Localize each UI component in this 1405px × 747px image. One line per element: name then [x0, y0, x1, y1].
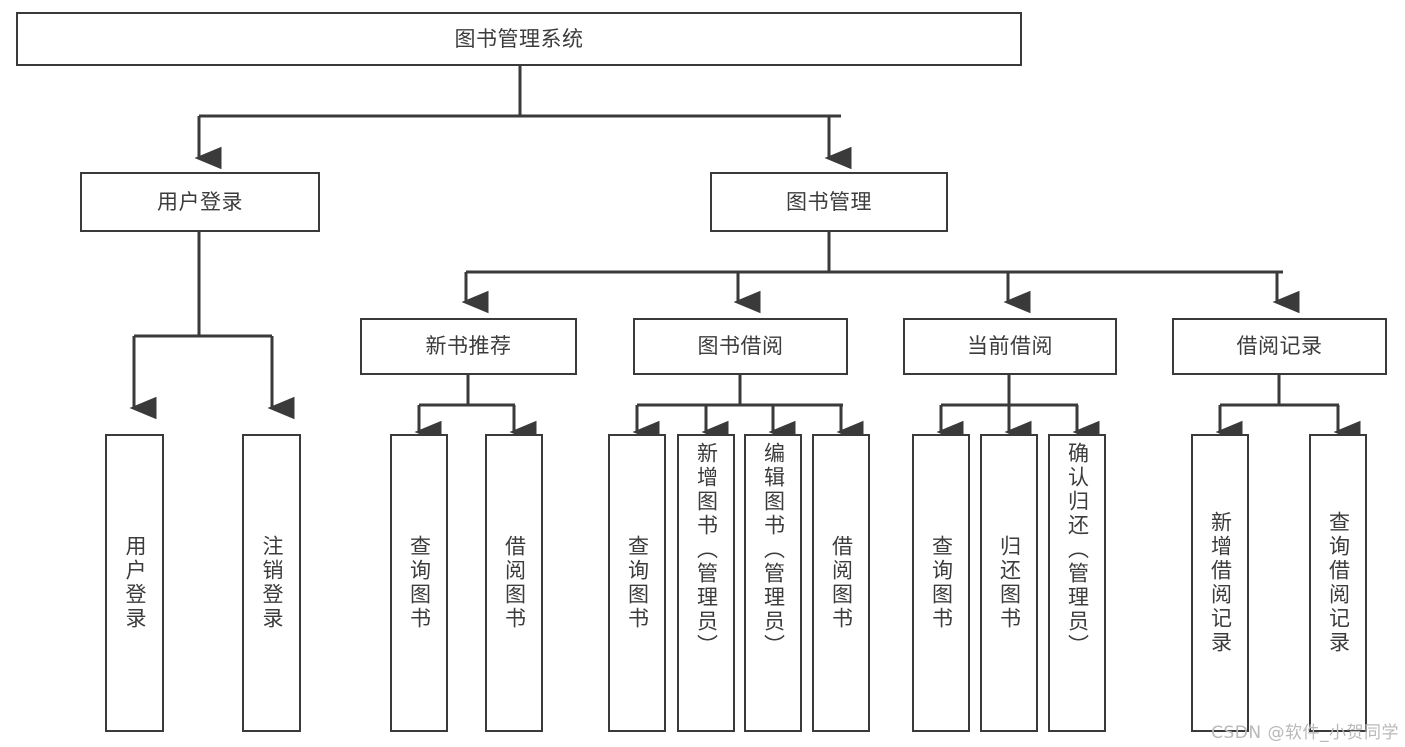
node-leaf-add-record-label: 新增借阅记录 — [1208, 511, 1233, 655]
csdn-watermark: CSDN @软件_小贺同学 — [1211, 723, 1399, 743]
node-leaf-query-book-1-label: 查询图书 — [407, 535, 432, 631]
node-book-manage-label: 图书管理 — [786, 189, 872, 214]
node-leaf-add-book-label: 新增图书（管理员） — [694, 442, 719, 658]
node-leaf-query-book-2[interactable]: 查询图书 — [608, 434, 666, 732]
node-leaf-logout-login-label: 注销登录 — [260, 535, 284, 631]
node-leaf-borrow-book-2-label: 借阅图书 — [829, 535, 854, 631]
node-user-login-label: 用户登录 — [157, 189, 243, 214]
node-leaf-edit-book-label: 编辑图书（管理员） — [761, 442, 786, 658]
node-book-borrow-label: 图书借阅 — [697, 334, 784, 359]
node-leaf-user-login-label: 用户登录 — [123, 535, 147, 631]
node-leaf-borrow-book-2[interactable]: 借阅图书 — [812, 434, 870, 732]
node-current-borrow[interactable]: 当前借阅 — [903, 318, 1117, 375]
node-leaf-confirm-return[interactable]: 确认归还（管理员） — [1048, 434, 1106, 732]
node-root-label: 图书管理系统 — [454, 26, 584, 51]
node-current-borrow-label: 当前借阅 — [967, 334, 1053, 359]
node-book-manage[interactable]: 图书管理 — [710, 172, 948, 232]
node-new-book-recommend[interactable]: 新书推荐 — [360, 318, 577, 375]
node-user-login[interactable]: 用户登录 — [80, 172, 320, 232]
node-leaf-query-record[interactable]: 查询借阅记录 — [1309, 434, 1367, 732]
node-new-book-recommend-label: 新书推荐 — [425, 334, 512, 359]
node-book-borrow[interactable]: 图书借阅 — [633, 318, 848, 375]
node-leaf-borrow-book-1-label: 借阅图书 — [502, 535, 527, 631]
node-borrow-record-label: 借阅记录 — [1236, 334, 1323, 359]
node-root[interactable]: 图书管理系统 — [16, 12, 1022, 66]
node-leaf-logout-login[interactable]: 注销登录 — [242, 434, 301, 732]
node-leaf-return-book-label: 归还图书 — [997, 535, 1022, 631]
node-leaf-confirm-return-label: 确认归还（管理员） — [1065, 442, 1090, 658]
node-leaf-add-record[interactable]: 新增借阅记录 — [1191, 434, 1249, 732]
node-leaf-edit-book[interactable]: 编辑图书（管理员） — [744, 434, 802, 732]
node-leaf-add-book[interactable]: 新增图书（管理员） — [677, 434, 735, 732]
node-leaf-return-book[interactable]: 归还图书 — [980, 434, 1038, 732]
node-leaf-query-book-1[interactable]: 查询图书 — [390, 434, 448, 732]
node-leaf-query-record-label: 查询借阅记录 — [1326, 511, 1351, 655]
node-leaf-query-book-3[interactable]: 查询图书 — [912, 434, 970, 732]
node-borrow-record[interactable]: 借阅记录 — [1172, 318, 1387, 375]
node-leaf-query-book-3-label: 查询图书 — [929, 535, 954, 631]
node-leaf-query-book-2-label: 查询图书 — [625, 535, 650, 631]
node-leaf-user-login[interactable]: 用户登录 — [105, 434, 164, 732]
node-leaf-borrow-book-1[interactable]: 借阅图书 — [485, 434, 543, 732]
